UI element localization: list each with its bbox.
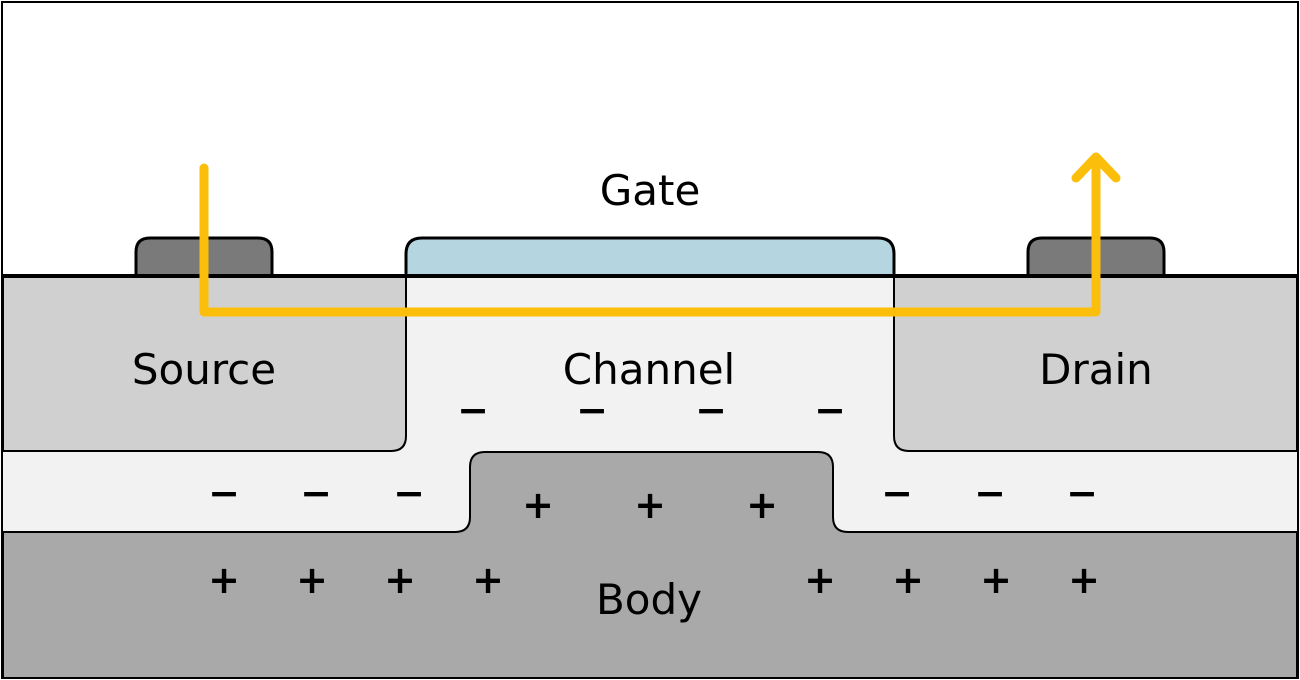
negative-charge: − [695,388,727,432]
positive-charge: + [980,558,1012,602]
positive-charge: + [634,483,666,527]
drain-label: Drain [1039,345,1153,394]
drain-region [893,275,1298,452]
positive-charge: + [892,558,924,602]
positive-charge: + [472,558,504,602]
positive-charge: + [384,558,416,602]
positive-charge: + [1068,558,1100,602]
negative-charge: − [393,471,425,515]
channel-label: Channel [563,345,735,394]
current-path-arrow [199,155,1101,317]
positive-charge: + [746,483,778,527]
positive-charge: + [296,558,328,602]
source-region [2,275,407,452]
current-arrowhead [1071,152,1121,183]
negative-charge: − [208,471,240,515]
source-label: Source [132,345,276,394]
negative-charge: − [1066,471,1098,515]
negative-charge: − [881,471,913,515]
positive-charge: + [208,558,240,602]
body-region [2,451,1298,679]
negative-charge: − [457,388,489,432]
negative-charge: − [576,388,608,432]
gate-electrode [404,236,896,278]
gate-label: Gate [600,166,701,215]
negative-charge: − [974,471,1006,515]
positive-charge: + [522,483,554,527]
body-label: Body [596,575,702,624]
negative-charge: − [300,471,332,515]
negative-charge: − [814,388,846,432]
positive-charge: + [804,558,836,602]
